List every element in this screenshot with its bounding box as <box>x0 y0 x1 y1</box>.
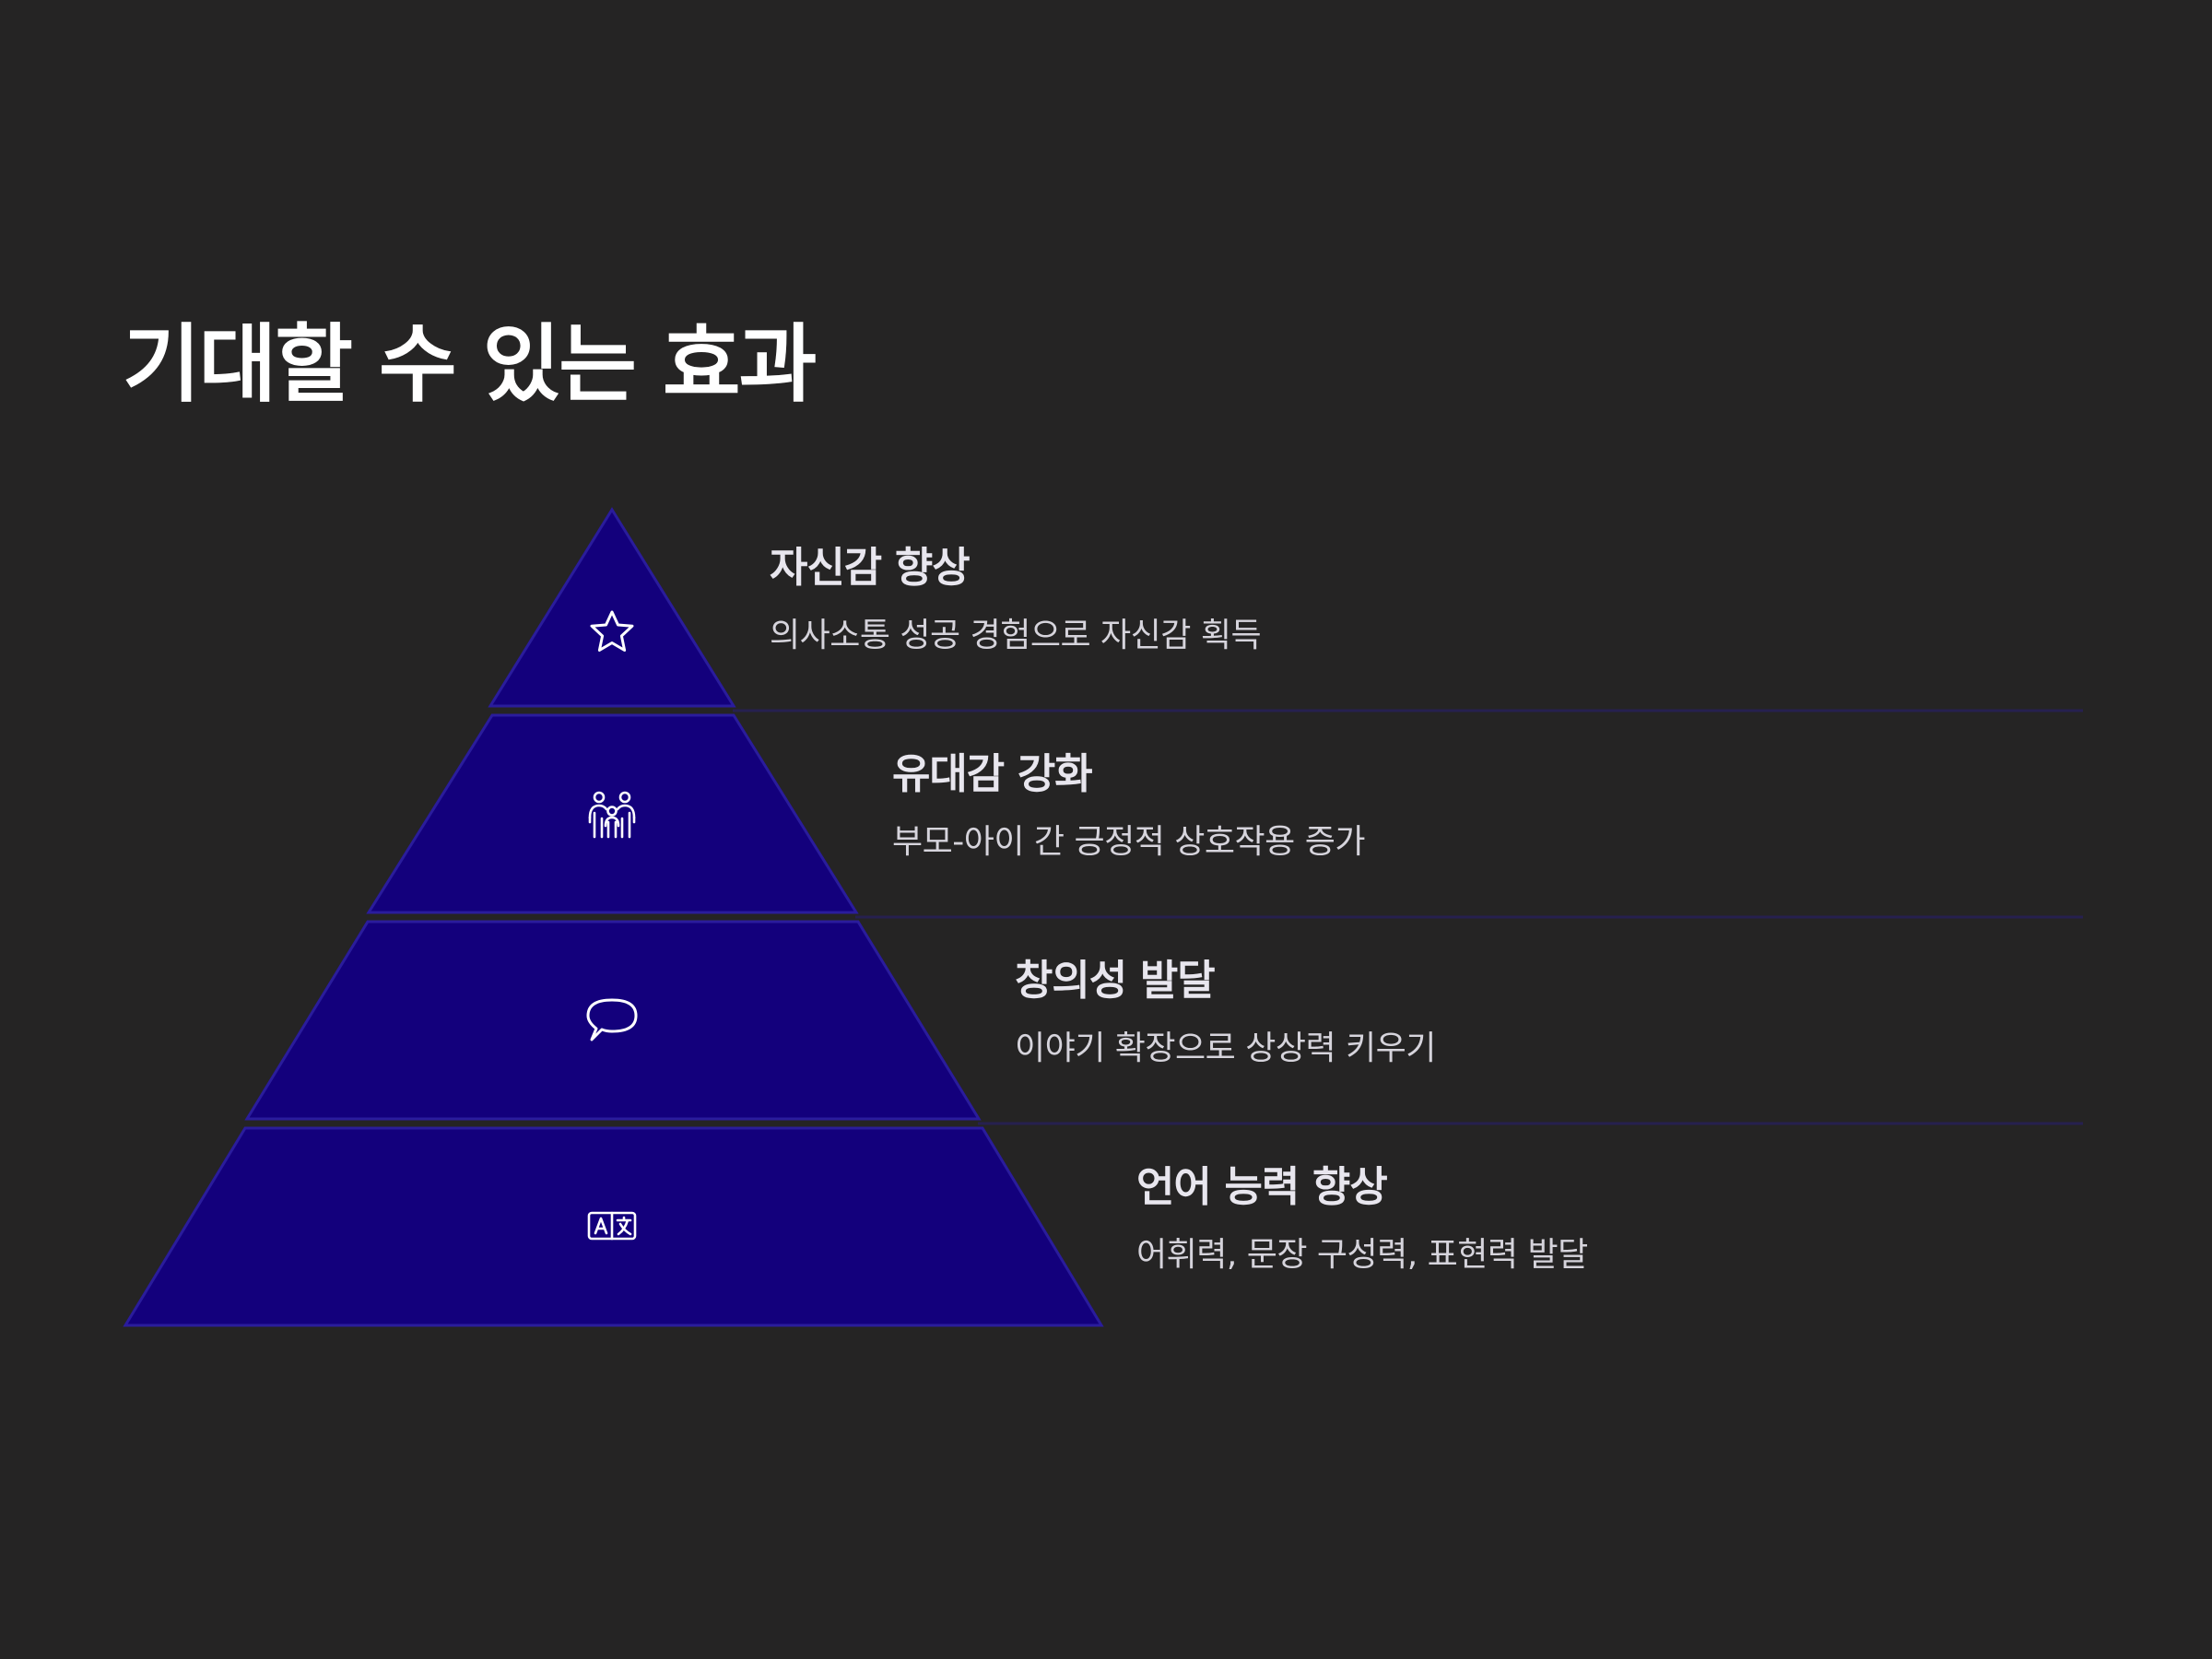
family-icon <box>588 791 636 839</box>
pyramid-level-1 <box>488 507 736 708</box>
level-label-1: 자신감 향상 의사소통 성공 경험으로 자신감 획득 <box>770 543 1262 654</box>
translate-icon <box>587 1211 637 1241</box>
level-heading: 창의성 발달 <box>1015 956 1216 1005</box>
level-description: 이야기 확장으로 상상력 키우기 <box>1015 1030 1436 1067</box>
pyramid-level-4 <box>123 1126 1104 1327</box>
level-heading: 언어 능력 향상 <box>1136 1162 1388 1211</box>
star-icon <box>590 610 634 652</box>
level-description: 어휘력, 문장 구성력, 표현력 발달 <box>1136 1236 1588 1274</box>
pyramid-level-2 <box>366 713 859 914</box>
level-heading: 자신감 향상 <box>770 543 971 592</box>
level-label-4: 언어 능력 향상 어휘력, 문장 구성력, 표현력 발달 <box>1136 1166 1588 1272</box>
level-description: 의사소통 성공 경험으로 자신감 획득 <box>770 617 1262 654</box>
level-description: 부모-아이 간 긍정적 상호작용 증가 <box>892 823 1365 861</box>
level-label-2: 유대감 강화 부모-아이 간 긍정적 상호작용 증가 <box>892 753 1365 859</box>
level-heading: 유대감 강화 <box>892 749 1093 798</box>
pyramid-level-3 <box>244 920 982 1121</box>
speech-bubble-icon <box>586 998 638 1041</box>
page-title: 기대할 수 있는 효과 <box>123 315 817 414</box>
level-label-3: 창의성 발달 이야기 확장으로 상상력 키우기 <box>1015 959 1436 1065</box>
